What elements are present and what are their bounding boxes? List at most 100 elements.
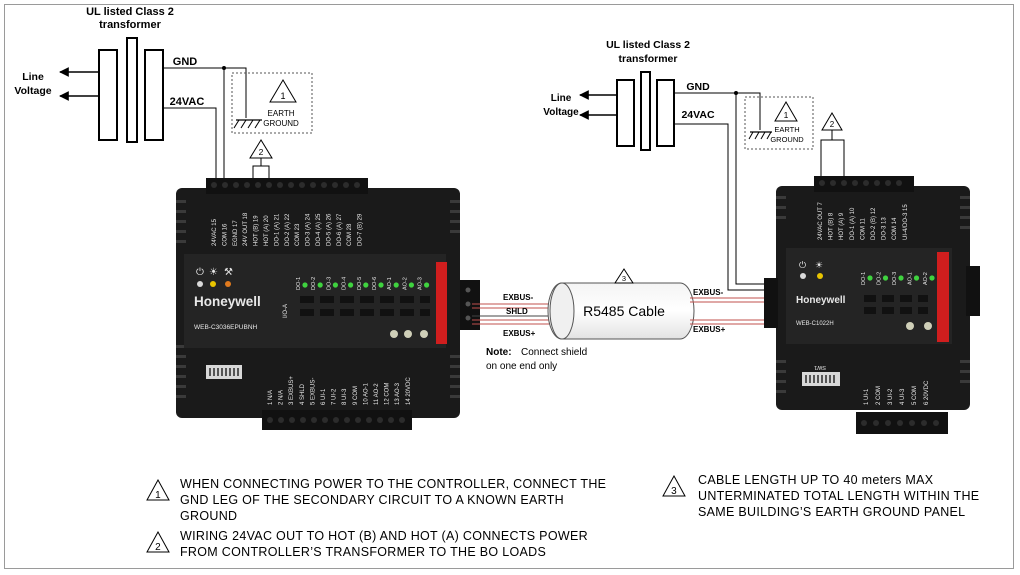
right-gnd-wire bbox=[674, 92, 770, 285]
left-controller-indicator-led-1 bbox=[317, 282, 323, 288]
left-transformer-symbol bbox=[98, 37, 164, 143]
right-line-voltage-label-1: Line bbox=[551, 93, 572, 104]
left-bottom-terminal-label-9: 10 AO-1 bbox=[363, 382, 369, 405]
right-dip-label: SW1 bbox=[814, 364, 826, 370]
note-3-line-1: CABLE LENGTH UP TO 40 meters MAX bbox=[698, 473, 934, 487]
shield-note-bold: Note: bbox=[486, 347, 512, 358]
left-bo-jumper bbox=[252, 165, 270, 180]
right-top-terminal-label-0: 24VAC OUT 7 bbox=[818, 202, 824, 240]
right-transformer-label-1: UL listed Class 2 bbox=[606, 39, 690, 51]
right-bo-jumper bbox=[820, 139, 845, 180]
right-earth-ground-text-1: EARTH bbox=[774, 125, 799, 134]
left-transformer-label-1: UL listed Class 2 bbox=[86, 6, 174, 18]
left-bottom-terminal-label-1: 2 N/A bbox=[279, 390, 285, 405]
left-controller-fins bbox=[176, 200, 460, 398]
note-2-line-2: FROM CONTROLLER’S TRANSFORMER TO THE BO … bbox=[180, 545, 547, 559]
left-controller-indicator-label-7: AO-2 bbox=[402, 277, 408, 290]
left-controller-indicator-label-2: DO-3 bbox=[326, 277, 332, 290]
svg-text:1: 1 bbox=[155, 490, 161, 501]
left-bottom-terminal-label-10: 11 AO-2 bbox=[374, 383, 380, 405]
right-controller-indicator-led-3 bbox=[913, 275, 920, 281]
left-top-terminal-label-4: HOT (B) 19 bbox=[254, 215, 260, 246]
left-controller-indicator-label-0: DO-1 bbox=[296, 277, 302, 290]
left-bottom-terminal-label-8: 9 COM bbox=[353, 386, 359, 405]
svg-text:1: 1 bbox=[280, 91, 285, 101]
left-controller-model: WEB-C3036EPUBNH bbox=[194, 324, 258, 331]
left-earth-ground-icon bbox=[233, 119, 262, 129]
left-controller-indicator-led-7 bbox=[408, 282, 414, 288]
left-controller-indicator-label-3: DO-4 bbox=[342, 277, 348, 290]
svg-text:3: 3 bbox=[622, 274, 626, 283]
right-wire-label-exbus-plus: EXBUS+ bbox=[693, 325, 726, 334]
left-controller-led-windows bbox=[300, 296, 430, 316]
left-wire-label-exbus-minus: EXBUS- bbox=[503, 293, 534, 302]
right-controller-brand: Honeywell bbox=[796, 295, 846, 306]
right-earth-ground-box bbox=[744, 96, 814, 150]
right-line-voltage-label-2: Voltage bbox=[543, 107, 579, 118]
right-controller-indicator-led-1 bbox=[882, 275, 889, 281]
svg-text:1: 1 bbox=[784, 110, 789, 120]
right-top-terminal-label-8: UI-4/DO-3 15 bbox=[903, 204, 909, 240]
right-transformer-symbol bbox=[616, 71, 675, 151]
note-1: 1 WHEN CONNECTING POWER TO THE CONTROLLE… bbox=[146, 476, 616, 524]
left-controller-indicator-led-2 bbox=[332, 282, 338, 288]
right-24vac-wire bbox=[674, 123, 770, 291]
left-top-terminal-label-0: 24VAC 15 bbox=[212, 218, 218, 246]
right-bottom-terminal-label-5: 6 20VDC bbox=[924, 380, 930, 405]
left-controller-indicator-led-3 bbox=[348, 282, 354, 288]
right-transformer-label-2: transformer bbox=[619, 53, 678, 65]
left-bottom-terminal-label-11: 12 COM bbox=[385, 383, 391, 405]
cable-body bbox=[547, 282, 695, 340]
left-controller-indicator-label-6: AO-1 bbox=[387, 277, 393, 290]
left-top-terminal-label-9: DO-3 (A) 24 bbox=[306, 213, 312, 246]
left-gnd-label: GND bbox=[173, 56, 198, 68]
left-bottom-terminal-label-7: 8 UI-3 bbox=[342, 388, 348, 405]
right-controller-indicator-label-0: DO-1 bbox=[861, 272, 867, 285]
left-top-terminal-label-2: EGND 17 bbox=[233, 220, 239, 246]
left-bottom-terminal-label-12: 13 AO-3 bbox=[395, 382, 401, 405]
svg-text:2: 2 bbox=[259, 147, 264, 157]
left-top-terminal-label-13: COM 28 bbox=[347, 223, 353, 246]
note-3: 3 CABLE LENGTH UP TO 40 meters MAX UNTER… bbox=[662, 472, 1002, 520]
left-top-terminal-label-8: COM 23 bbox=[295, 223, 301, 246]
right-earth-ground-text-2: GROUND bbox=[770, 135, 804, 144]
right-top-terminal-label-1: HOT (B) 8 bbox=[829, 212, 835, 240]
left-top-terminal-label-11: DO-5 (A) 26 bbox=[326, 213, 332, 246]
left-controller-indicator-led-0 bbox=[302, 282, 308, 288]
left-top-terminal-label-7: DO-2 (A) 22 bbox=[285, 213, 291, 246]
right-controller-indicator-label-2: DO-3 bbox=[892, 272, 898, 285]
left-top-terminal-label-10: DO-4 (A) 25 bbox=[316, 213, 322, 246]
left-wire-label-exbus-plus: EXBUS+ bbox=[503, 329, 536, 338]
left-24vac-wire bbox=[163, 107, 217, 178]
left-bottom-terminal-label-13: 14 20VDC bbox=[406, 377, 412, 405]
svg-text:3: 3 bbox=[671, 486, 677, 497]
left-top-terminal-label-1: COM 16 bbox=[222, 223, 228, 246]
left-controller-indicator-led-8 bbox=[424, 282, 430, 288]
right-bottom-terminal-label-0: 1 UI-1 bbox=[864, 388, 870, 405]
left-line-voltage-label-2: Voltage bbox=[14, 85, 51, 97]
right-controller-indicator-led-0 bbox=[867, 275, 873, 281]
right-controller-indicator-label-4: AO-2 bbox=[923, 272, 929, 285]
note-3-line-3: SAME BUILDING’S EARTH GROUND PANEL bbox=[698, 505, 966, 519]
left-line-voltage-label-1: Line bbox=[22, 71, 44, 83]
status-icon-right: ☀ bbox=[815, 260, 823, 270]
note-2-triangle-icon: 2 bbox=[146, 531, 170, 553]
right-bottom-terminal-label-3: 4 UI-3 bbox=[900, 388, 906, 405]
status-icon-left: ☀ bbox=[209, 267, 218, 278]
left-dip-switch bbox=[206, 365, 242, 379]
right-top-terminal-label-7: COM 14 bbox=[892, 217, 898, 240]
shield-note-text: Connect shield bbox=[521, 347, 587, 358]
left-wire-label-shld: SHLD bbox=[506, 307, 528, 316]
left-controller-indicator-label-4: DO-5 bbox=[357, 277, 363, 290]
shield-note-line2: on one end only bbox=[486, 361, 557, 372]
left-bottom-terminal-label-2: 3 EXBUS+ bbox=[289, 376, 295, 405]
left-bo-note-triangle: 2 bbox=[249, 139, 273, 159]
left-top-terminal-label-14: DO-7 (B) 29 bbox=[358, 213, 364, 246]
right-controller-indicator-label-3: AO-1 bbox=[908, 272, 914, 285]
